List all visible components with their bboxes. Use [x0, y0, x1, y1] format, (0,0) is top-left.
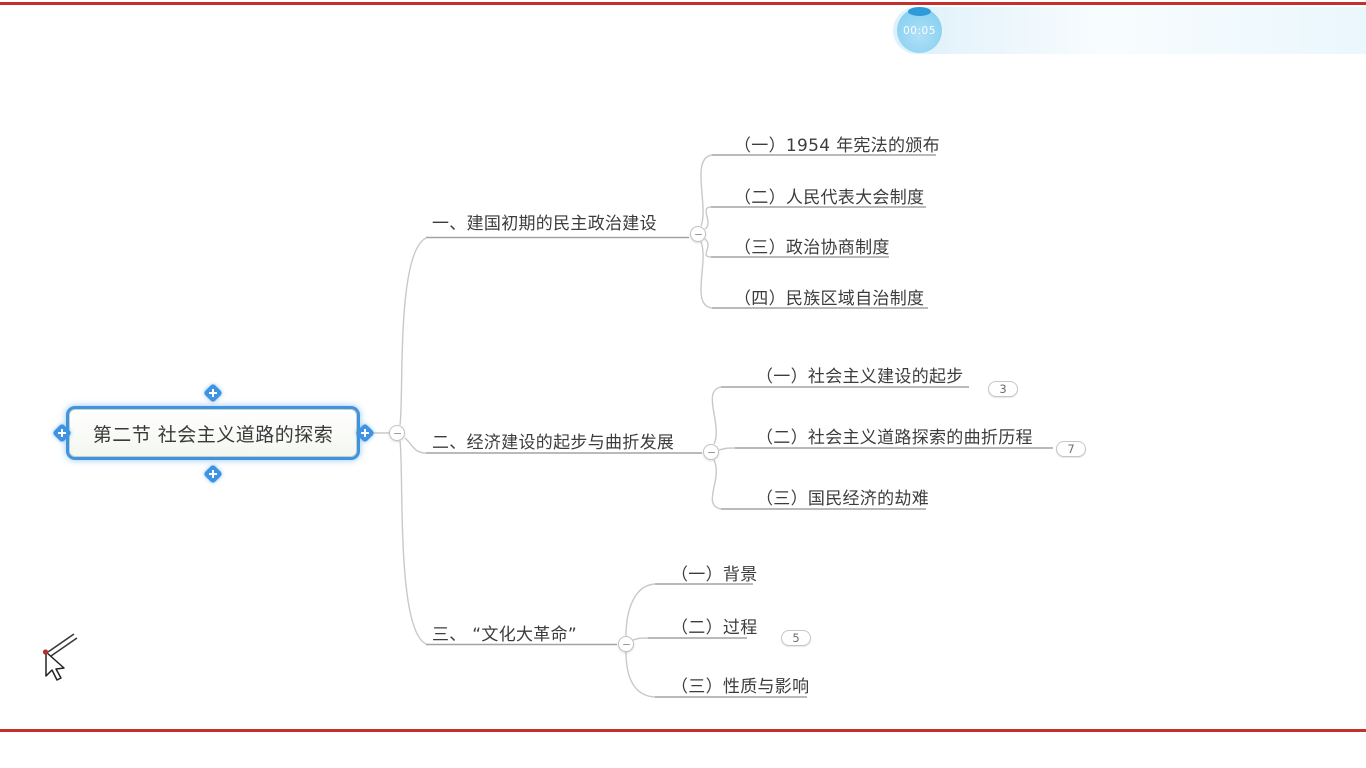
topic-branch3[interactable]: 三、 “文化大革命”: [432, 625, 578, 645]
plus-icon: [55, 426, 69, 440]
subtopic-b2-3[interactable]: （三）国民经济的劫难: [756, 489, 929, 509]
recording-border-top: [0, 2, 1366, 5]
subtopic-b1-3[interactable]: （三）政治协商制度: [734, 238, 890, 258]
add-child-handle-top[interactable]: [203, 383, 223, 403]
root-connectors: [371, 236, 702, 646]
subtopic-b2-2[interactable]: （二）社会主义道路探索的曲折历程: [756, 428, 1033, 448]
collapse-button-branch3[interactable]: [618, 636, 634, 652]
add-child-handle-bottom[interactable]: [203, 464, 223, 484]
branch1-connectors: [700, 154, 936, 309]
mouse-cursor-icon: [42, 633, 78, 681]
plus-icon: [206, 467, 220, 481]
add-child-handle-left[interactable]: [52, 423, 72, 443]
topic-branch2[interactable]: 二、经济建设的起步与曲折发展: [432, 433, 675, 453]
subtopic-b1-4[interactable]: （四）民族区域自治制度: [734, 289, 925, 309]
subtopic-b3-3[interactable]: （三）性质与影响: [671, 677, 810, 697]
plus-icon: [358, 426, 372, 440]
timer-cap-icon: [908, 7, 931, 16]
collapsed-count-badge[interactable]: 7: [1056, 441, 1086, 457]
subtopic-b3-2[interactable]: （二）过程: [671, 618, 758, 638]
branch2-connectors: [711, 386, 1053, 510]
minus-icon: [694, 233, 702, 236]
minus-icon: [393, 432, 401, 435]
topic-branch1[interactable]: 一、建国初期的民主政治建设: [432, 214, 657, 234]
collapse-button-branch2[interactable]: [703, 444, 719, 460]
collapsed-count-badge[interactable]: 5: [781, 630, 811, 646]
root-topic-label: 第二节 社会主义道路的探索: [69, 409, 357, 457]
recording-border-bottom: [0, 729, 1366, 732]
plus-icon: [206, 386, 220, 400]
subtopic-b2-1[interactable]: （一）社会主义建设的起步: [756, 367, 964, 387]
branch3-connectors: [625, 583, 807, 698]
recording-timer[interactable]: 00:05: [897, 7, 942, 53]
add-child-handle-right[interactable]: [355, 423, 375, 443]
recorder-toolbar-haze: [893, 7, 1366, 54]
subtopic-b3-1[interactable]: （一）背景: [671, 565, 758, 585]
subtopic-b1-1[interactable]: （一）1954 年宪法的颁布: [734, 136, 940, 156]
timer-value: 00:05: [903, 24, 936, 37]
collapsed-count-badge[interactable]: 3: [988, 381, 1018, 397]
collapse-button-root[interactable]: [389, 425, 405, 441]
root-topic[interactable]: 第二节 社会主义道路的探索: [66, 406, 360, 460]
minus-icon: [622, 643, 630, 646]
minus-icon: [707, 451, 715, 454]
collapse-button-branch1[interactable]: [690, 226, 706, 242]
subtopic-b1-2[interactable]: （二）人民代表大会制度: [734, 188, 925, 208]
